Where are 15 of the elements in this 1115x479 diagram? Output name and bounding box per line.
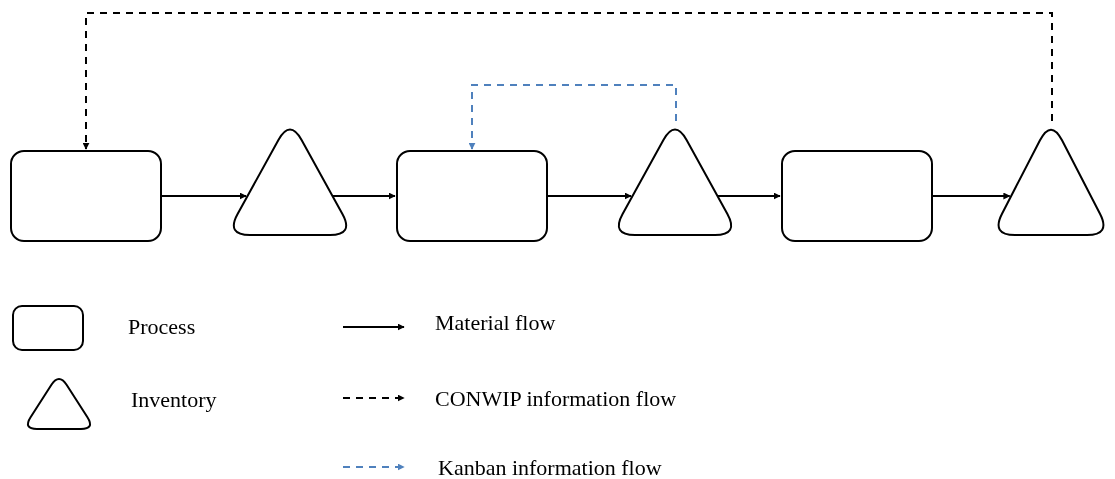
process-box — [781, 150, 933, 242]
arrow — [468, 84, 677, 150]
arrow — [161, 192, 248, 200]
legend-label: Kanban information flow — [438, 457, 662, 479]
arrow — [716, 192, 781, 200]
arrow — [331, 192, 396, 200]
process-box — [396, 150, 548, 242]
legend-label: Process — [128, 316, 196, 338]
legend-label: CONWIP information flow — [435, 388, 677, 410]
arrow — [547, 192, 633, 200]
arrow — [932, 192, 1011, 200]
arrow — [82, 12, 1053, 150]
legend-label: Material flow — [435, 312, 556, 334]
process-box — [10, 150, 162, 242]
legend-label: Inventory — [131, 389, 217, 411]
